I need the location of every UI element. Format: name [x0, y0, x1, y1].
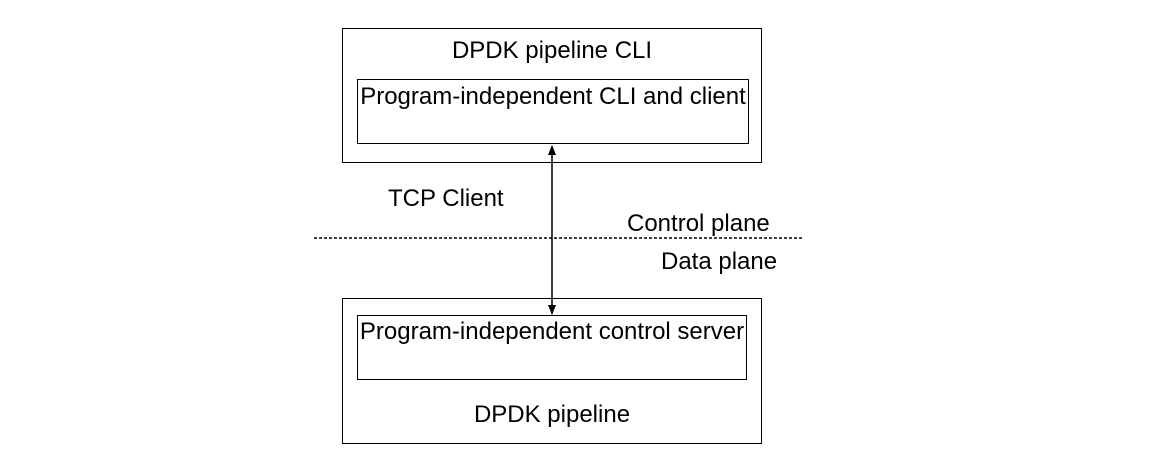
- control-server-box: [357, 315, 747, 380]
- tcp-client-label: TCP Client: [388, 185, 504, 212]
- cli-client-label: Program-independent CLI and client: [360, 83, 746, 110]
- control-server-label: Program-independent control server: [359, 318, 745, 345]
- cli-client-box: [357, 79, 749, 144]
- control-plane-label: Control plane: [627, 210, 770, 237]
- data-plane-label: Data plane: [661, 248, 778, 275]
- pipeline-block-title: DPDK pipeline: [473, 401, 631, 428]
- cli-block-title: DPDK pipeline CLI: [451, 37, 653, 64]
